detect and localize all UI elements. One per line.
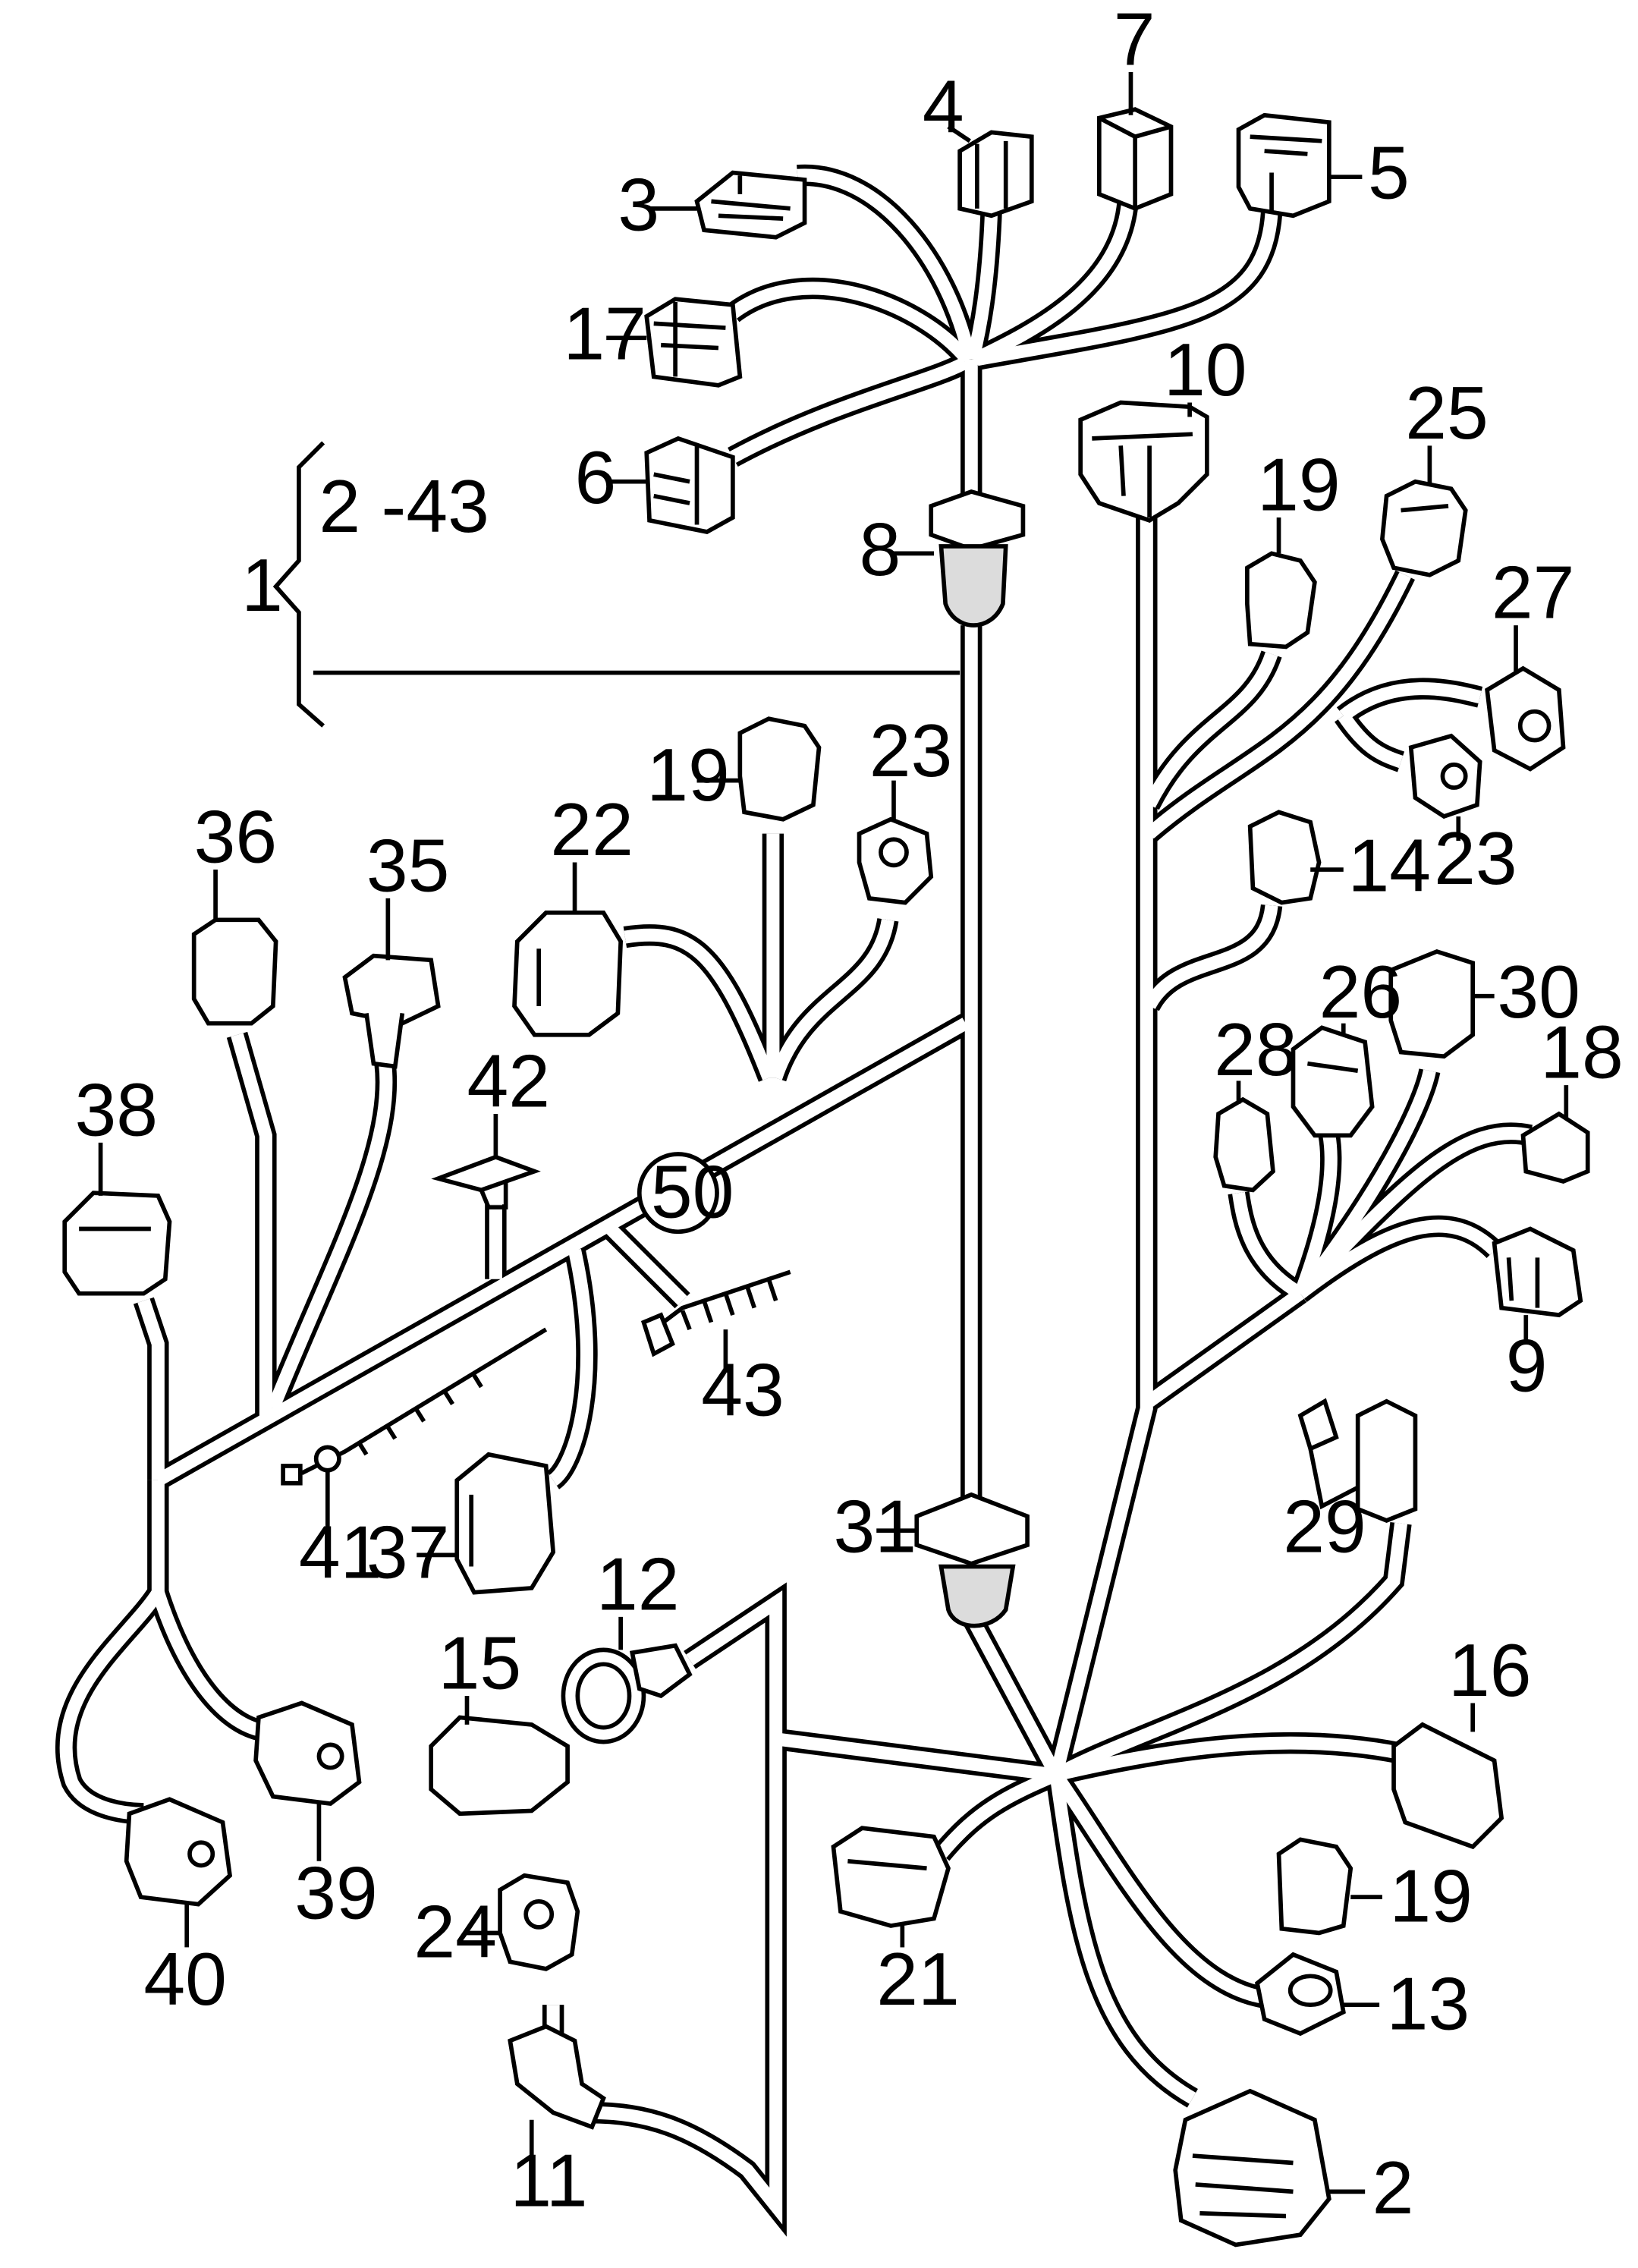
callout-2: 2 [1372, 2146, 1414, 2229]
connector-26 [1291, 1025, 1375, 1138]
badge-50 [637, 1152, 719, 1235]
connector-36 [191, 917, 278, 1026]
callout-2-43: 2 -43 [319, 464, 489, 548]
callout-1: 1 [241, 543, 283, 627]
callout-21: 21 [876, 1937, 960, 2021]
connector-35 [342, 953, 441, 1069]
callout-28: 28 [1214, 1008, 1297, 1091]
connector-27 [1485, 665, 1566, 772]
callout-15: 15 [439, 1622, 522, 1705]
callout-18: 18 [1540, 1011, 1624, 1094]
connector-39 [253, 1700, 362, 1806]
connector-30 [1388, 948, 1476, 1059]
connector-29 [1297, 1398, 1418, 1524]
connector-21 [831, 1826, 951, 1928]
sleeve-13 [1255, 1952, 1346, 2037]
callout-17: 17 [563, 292, 646, 376]
callout-40: 40 [143, 1937, 227, 2021]
callout-35: 35 [366, 823, 450, 907]
connector-10 [1078, 400, 1209, 523]
callout-30: 30 [1497, 950, 1580, 1033]
callout-24: 24 [413, 1890, 497, 1974]
callout-5: 5 [1368, 131, 1410, 215]
callout-31: 31 [833, 1485, 916, 1568]
callout-26: 26 [1319, 950, 1403, 1033]
callout-labels: 3 4 7 5 17 6 8 10 19 25 27 23 19 23 22 3… [74, 0, 1623, 2229]
grommet-11 [508, 2024, 606, 2130]
connector-25 [1379, 479, 1468, 577]
callout-50: 50 [651, 1150, 734, 1233]
callout-12: 12 [596, 1542, 680, 1625]
grommet-8 [929, 489, 1026, 628]
bracket-1 [272, 441, 960, 728]
callout-37: 37 [366, 1511, 450, 1594]
grommet-31 [914, 1492, 1030, 1628]
connector-19-bottom [1276, 1837, 1353, 1936]
tie-43 [640, 1269, 791, 1357]
callout-23-right: 23 [1434, 816, 1517, 900]
connector-28 [1213, 1096, 1275, 1193]
callout-3: 3 [618, 162, 659, 246]
connector-7 [1096, 107, 1174, 211]
connector-18 [1520, 1111, 1590, 1184]
callout-9: 9 [1506, 1324, 1548, 1408]
connector-14 [1247, 810, 1322, 905]
callout-25: 25 [1405, 371, 1489, 455]
harness-wires [55, 164, 1533, 2237]
callout-19-mid: 19 [646, 733, 730, 816]
connector-3 [694, 170, 807, 240]
callout-23-mid: 23 [869, 709, 953, 792]
callout-11: 11 [510, 2138, 587, 2222]
connector-19-mid [737, 716, 822, 822]
connector-23-right [1408, 733, 1482, 819]
callout-19-bottom: 19 [1389, 1854, 1473, 1937]
connector-15 [429, 1715, 570, 1817]
connector-4 [957, 130, 1034, 219]
connector-19-top [1245, 551, 1317, 650]
connector-5 [1236, 112, 1331, 219]
connector-38 [62, 1191, 172, 1296]
callout-39: 39 [294, 1851, 378, 1935]
connector-37 [454, 1452, 556, 1595]
connector-22 [512, 911, 624, 1037]
callout-16: 16 [1448, 1628, 1532, 1712]
connector-24 [498, 1873, 580, 1971]
clip-42 [431, 1154, 541, 1209]
callout-13: 13 [1387, 1961, 1470, 2045]
callout-8: 8 [860, 508, 901, 591]
connector-9 [1492, 1226, 1583, 1318]
connector-6 [644, 436, 735, 534]
callout-36: 36 [194, 795, 278, 879]
callout-43: 43 [701, 1348, 784, 1432]
callout-22: 22 [550, 788, 634, 871]
callout-7: 7 [1114, 0, 1155, 80]
callout-4: 4 [923, 64, 964, 148]
leader-lines [98, 71, 1569, 2194]
ring-12 [561, 1643, 693, 1744]
callout-10: 10 [1164, 328, 1247, 411]
callout-19-top: 19 [1257, 443, 1341, 527]
callout-6: 6 [575, 436, 617, 519]
callout-29: 29 [1283, 1485, 1366, 1568]
callout-41: 41 [299, 1511, 382, 1594]
connector-23-mid [857, 816, 934, 905]
callout-27: 27 [1492, 551, 1575, 634]
connector-16 [1391, 1722, 1504, 1850]
callout-14: 14 [1347, 823, 1431, 907]
connector-40 [124, 1797, 233, 1907]
connector-2 [1173, 2088, 1331, 2248]
connector-17 [644, 297, 743, 388]
callout-42: 42 [467, 1040, 551, 1123]
callout-38: 38 [74, 1068, 158, 1151]
